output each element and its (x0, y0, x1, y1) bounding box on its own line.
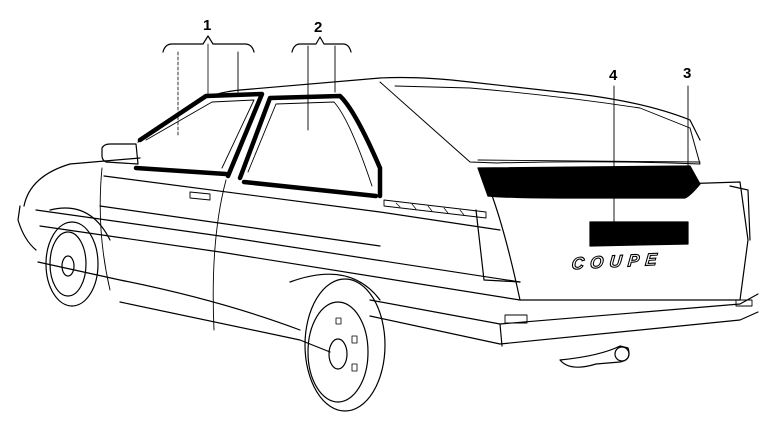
licence-plate-panel (589, 221, 689, 247)
roofline (137, 76, 701, 143)
callout-label-4: 4 (609, 67, 618, 84)
window-seal-highlight (133, 91, 383, 199)
callout-label-1: 1 (203, 17, 212, 34)
callout-bracket-1 (162, 35, 255, 136)
callout-label-2: 2 (314, 19, 323, 36)
callout-label-3: 3 (683, 65, 692, 82)
rear-window-highlight (477, 165, 701, 199)
callout-bracket-2 (291, 36, 352, 131)
front-wheel (45, 207, 111, 307)
rear-wheel (289, 273, 386, 412)
